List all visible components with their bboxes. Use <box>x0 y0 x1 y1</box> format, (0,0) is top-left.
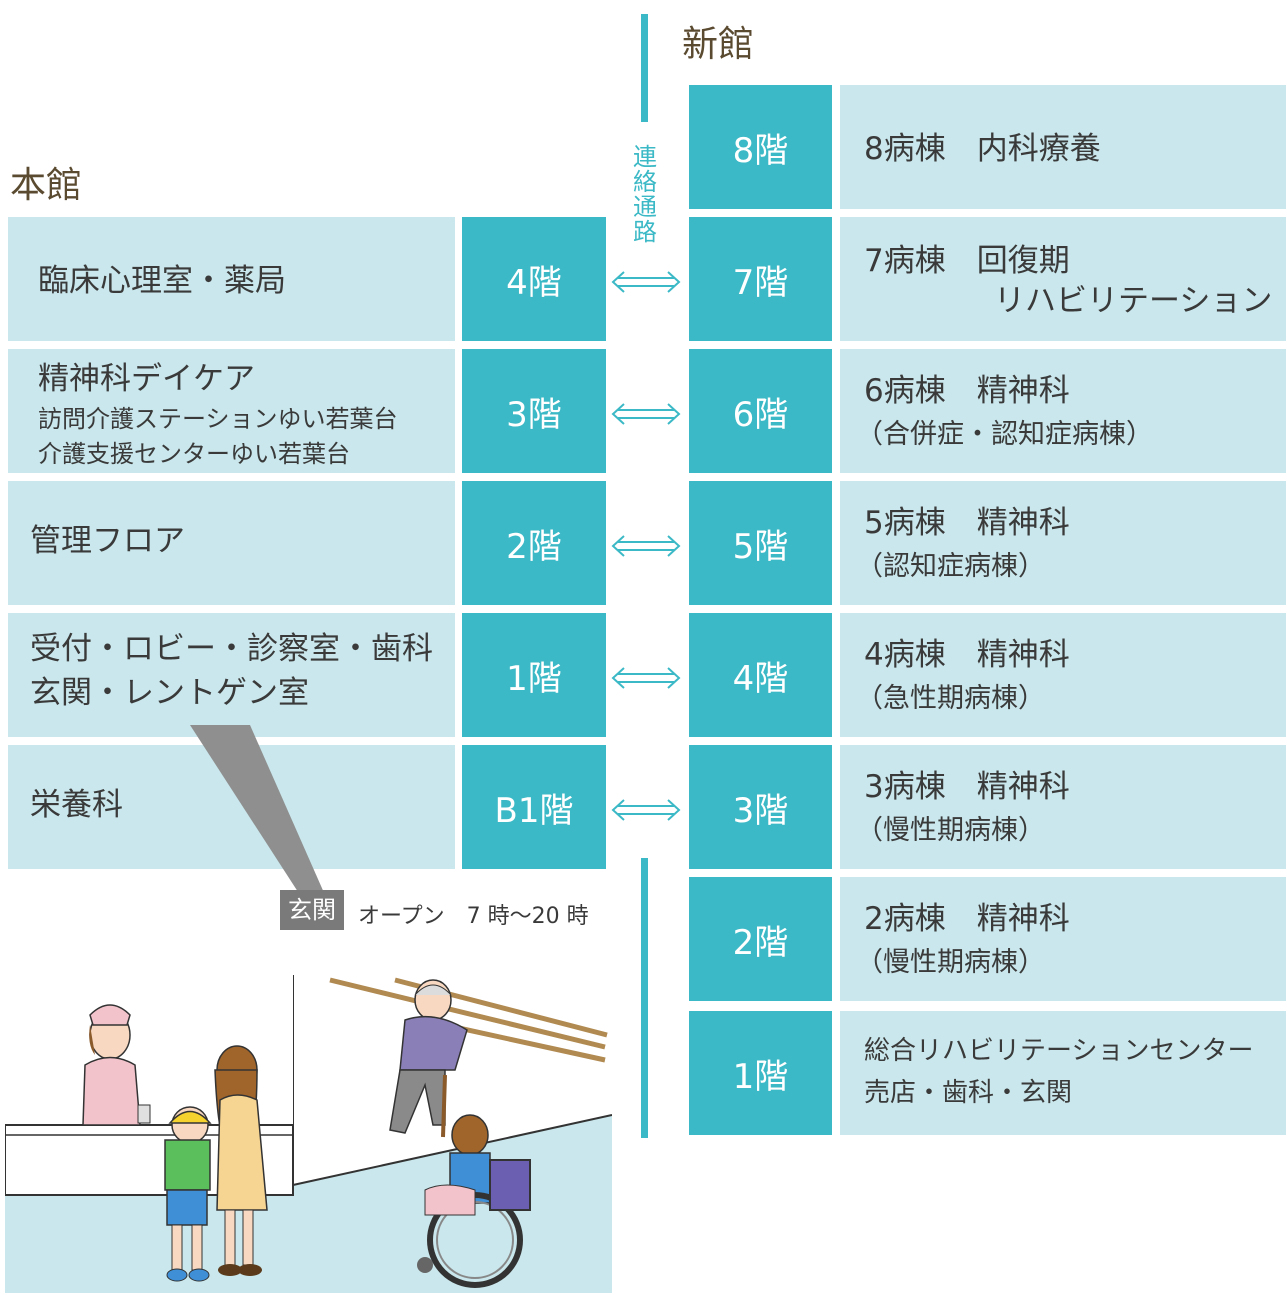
honkan-title: 本館 <box>10 165 83 206</box>
shinkan-ward-6f: 6病棟 精神科 （合併症・認知症病棟） <box>840 349 1286 473</box>
shinkan-floor-7f: 7階 <box>689 217 832 341</box>
honkan-dept-3f: 精神科デイケア 訪問介護ステーションゆい若葉台 介護支援センターゆい若葉台 <box>8 349 455 473</box>
entrance-tag: 玄関 <box>280 890 344 930</box>
ward-sub-label: （急性期病棟） <box>856 683 1045 714</box>
ward-label: 3病棟 精神科 <box>864 769 1070 805</box>
honkan-floor-3f: 3階 <box>462 349 606 473</box>
double-arrow-icon <box>611 799 681 821</box>
dept-label: 精神科デイケア <box>38 361 255 397</box>
shinkan-ward-5f: 5病棟 精神科 （認知症病棟） <box>840 481 1286 605</box>
ward-label: 6病棟 精神科 <box>864 373 1070 409</box>
ward-label: 4病棟 精神科 <box>864 637 1070 673</box>
ward-label: リハビリテーション <box>994 283 1273 319</box>
honkan-floor-2f: 2階 <box>462 481 606 605</box>
lobby-illustration <box>5 975 612 1293</box>
double-arrow-icon <box>611 271 681 293</box>
shinkan-floor-8f: 8階 <box>689 85 832 209</box>
honkan-floor-1f: 1階 <box>462 613 606 737</box>
dept-label: 介護支援センターゆい若葉台 <box>38 440 350 468</box>
double-arrow-icon <box>611 403 681 425</box>
honkan-floor-4f: 4階 <box>462 217 606 341</box>
entrance-hours: オープン 7 時〜20 時 <box>358 904 589 929</box>
dept-label: 臨床心理室・薬局 <box>38 263 286 299</box>
dept-label: 訪問介護ステーションゆい若葉台 <box>38 405 398 433</box>
shinkan-floor-5f: 5階 <box>689 481 832 605</box>
ward-sub-label: （慢性期病棟） <box>856 815 1045 846</box>
connector-label: 連 絡 通 路 <box>633 143 657 246</box>
ward-label: 売店・歯科・玄関 <box>864 1078 1073 1108</box>
ward-sub-label: （合併症・認知症病棟） <box>856 419 1153 450</box>
ward-label: 7病棟 回復期 <box>864 243 1070 279</box>
shinkan-floor-6f: 6階 <box>689 349 832 473</box>
shinkan-ward-2f: 2病棟 精神科 （慢性期病棟） <box>840 877 1286 1001</box>
callout-pointer <box>190 725 325 895</box>
double-arrow-icon <box>611 535 681 557</box>
dept-label: 栄養科 <box>30 787 123 823</box>
dept-label: 受付・ロビー・診察室・歯科 <box>30 631 433 667</box>
ward-sub-label: （慢性期病棟） <box>856 947 1045 978</box>
ward-label: 5病棟 精神科 <box>864 505 1070 541</box>
ward-label: 2病棟 精神科 <box>864 901 1070 937</box>
connector-line-top <box>641 14 648 122</box>
shinkan-ward-8f: 8病棟 内科療養 <box>840 85 1286 209</box>
ward-label: 総合リハビリテーションセンター <box>864 1036 1254 1066</box>
connector-line-bottom <box>641 858 648 1138</box>
shinkan-floor-2f: 2階 <box>689 877 832 1001</box>
honkan-floor-b1: B1階 <box>462 745 606 869</box>
ward-sub-label: （認知症病棟） <box>856 551 1045 582</box>
honkan-dept-2f: 管理フロア <box>8 481 455 605</box>
ward-label: 8病棟 内科療養 <box>864 131 1101 167</box>
shinkan-ward-3f: 3病棟 精神科 （慢性期病棟） <box>840 745 1286 869</box>
shinkan-title: 新館 <box>682 24 755 65</box>
shinkan-floor-4f: 4階 <box>689 613 832 737</box>
honkan-dept-1f: 受付・ロビー・診察室・歯科 玄関・レントゲン室 <box>8 613 455 737</box>
shinkan-ward-1f: 総合リハビリテーションセンター 売店・歯科・玄関 <box>840 1011 1286 1135</box>
shinkan-floor-3f: 3階 <box>689 745 832 869</box>
dept-label: 管理フロア <box>30 523 185 559</box>
shinkan-ward-4f: 4病棟 精神科 （急性期病棟） <box>840 613 1286 737</box>
honkan-dept-4f: 臨床心理室・薬局 <box>8 217 455 341</box>
dept-label: 玄関・レントゲン室 <box>30 675 309 711</box>
shinkan-floor-1f: 1階 <box>689 1011 832 1135</box>
double-arrow-icon <box>611 667 681 689</box>
shinkan-ward-7f: 7病棟 回復期 リハビリテーション <box>840 217 1286 341</box>
